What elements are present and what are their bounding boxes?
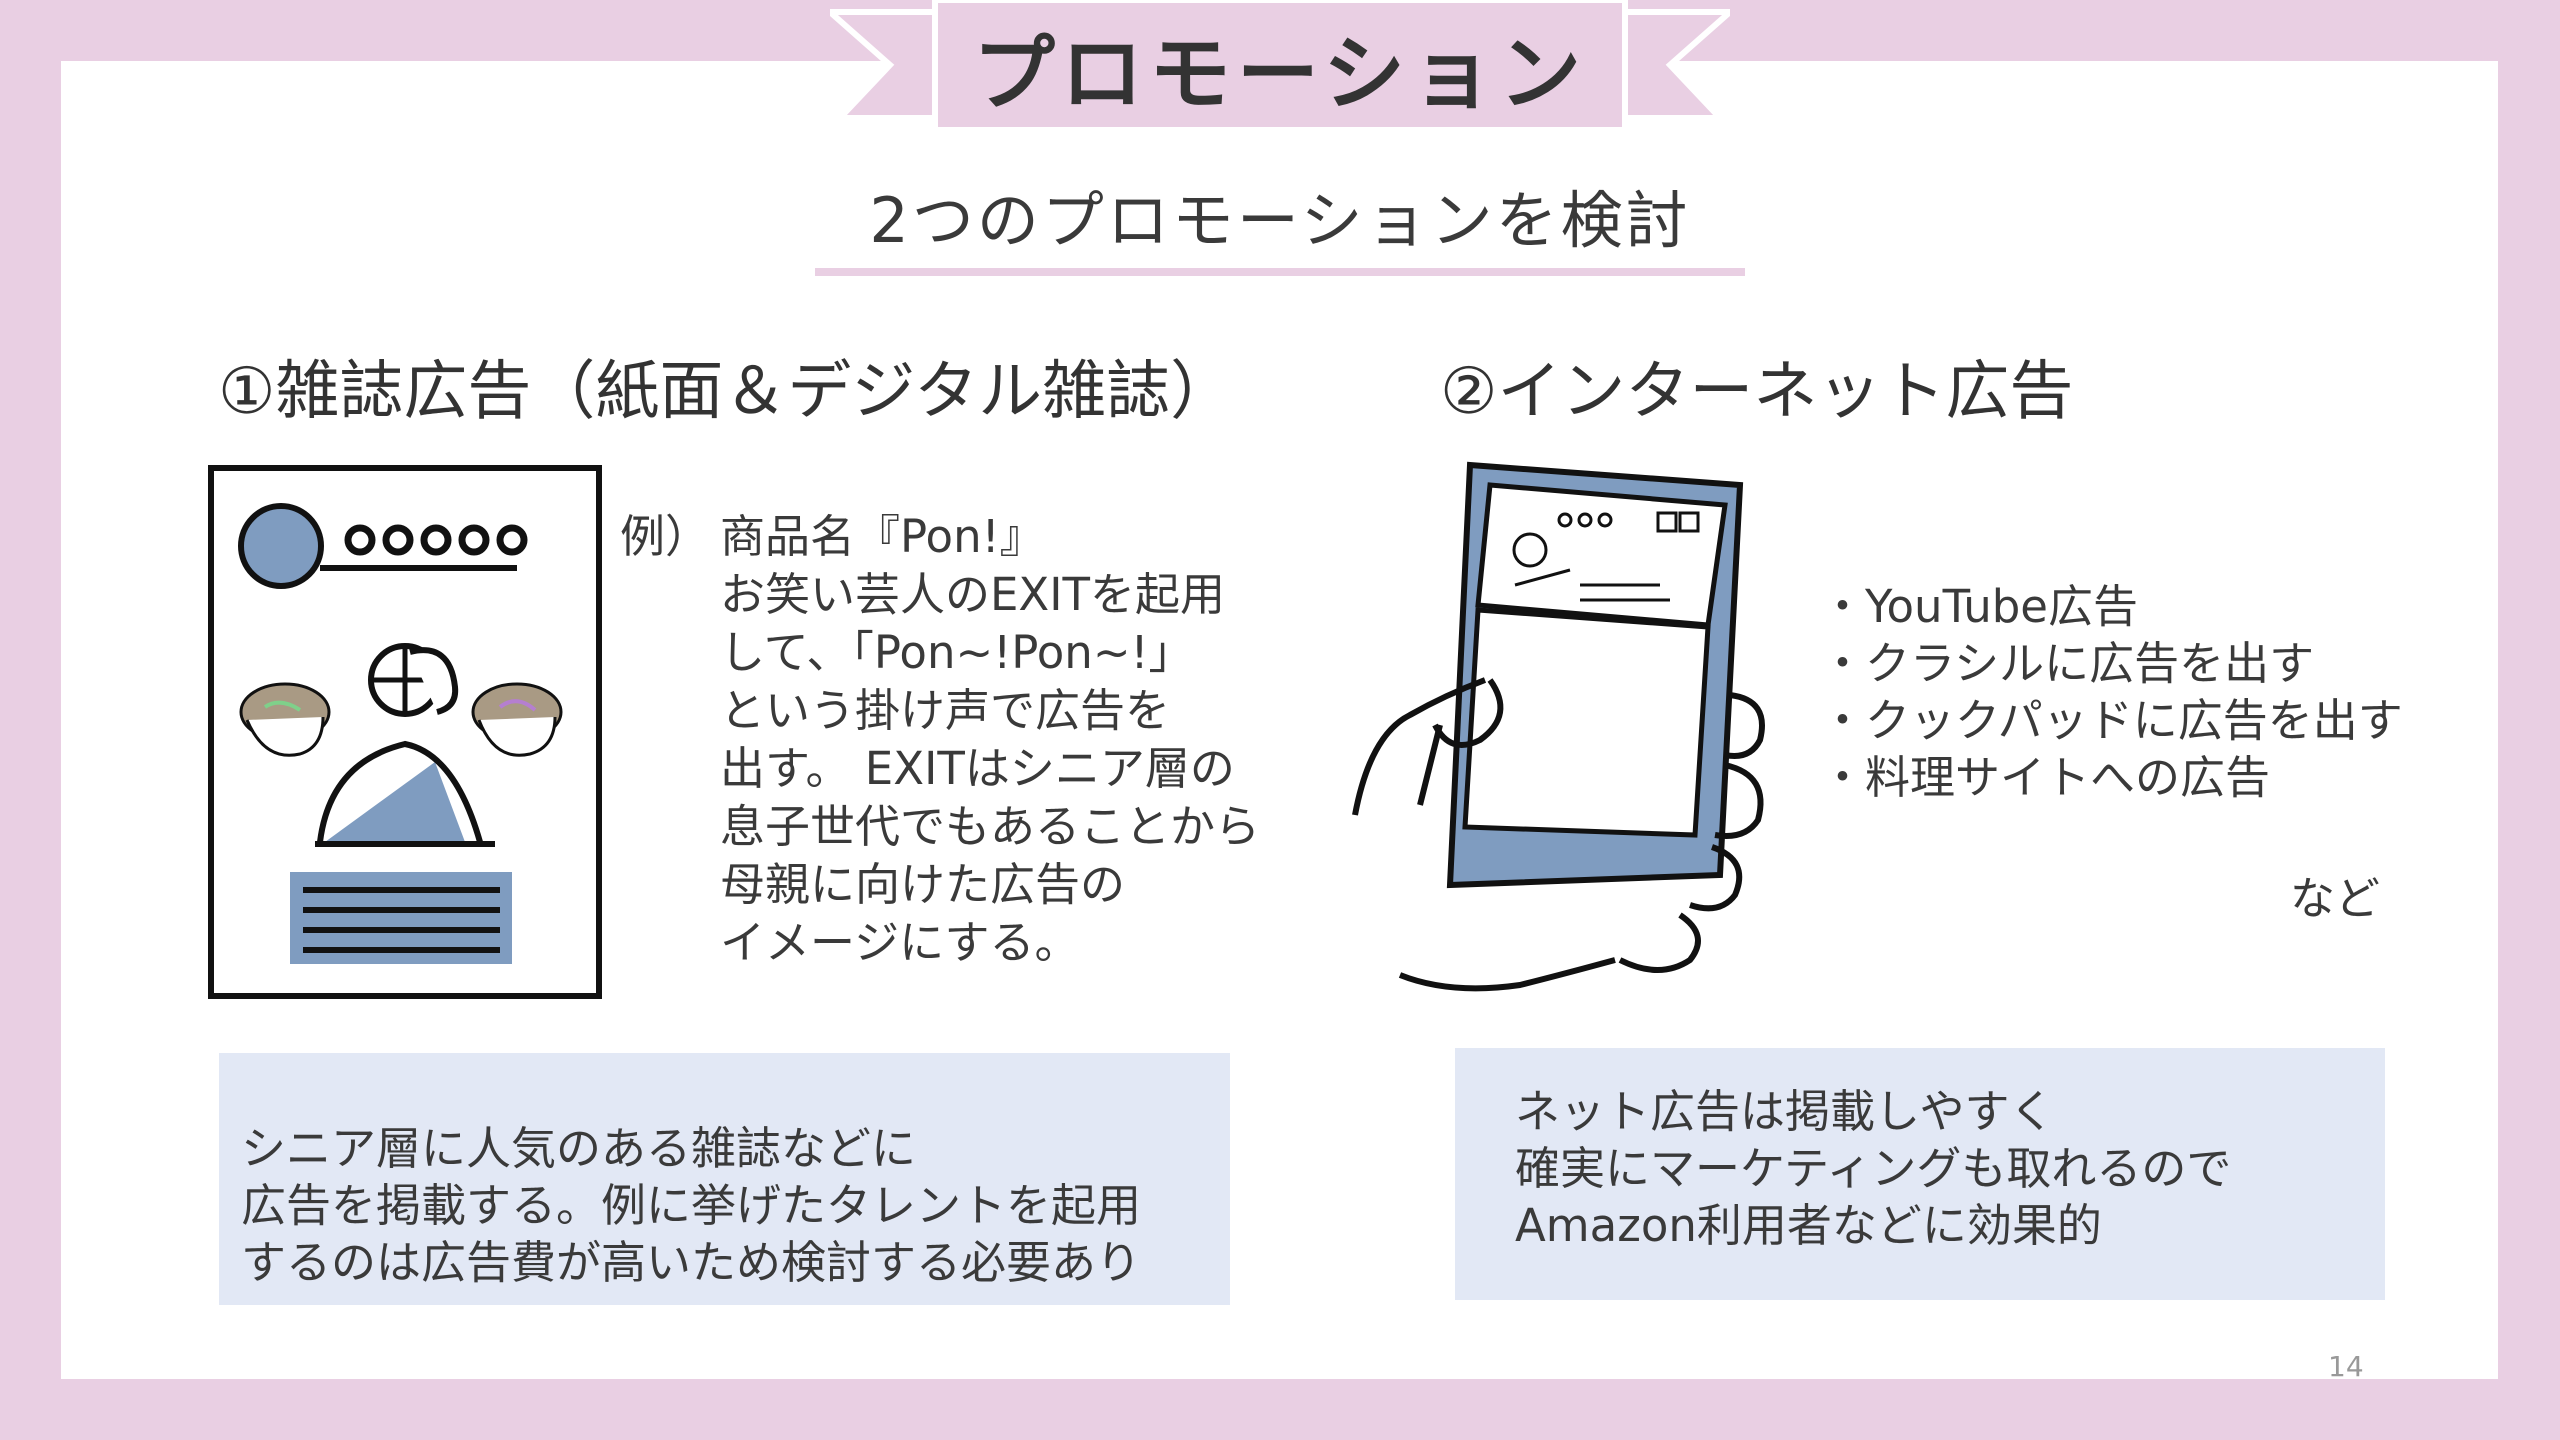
list-item: ・YouTube広告 <box>1820 580 2138 633</box>
etc-label: など <box>2290 872 2381 925</box>
page-title: プロモーション <box>972 26 1588 122</box>
example-line: 商品名『Pon!』 <box>720 510 1045 563</box>
magazine-note-box: シニア層に人気のある雑誌などに 広告を掲載する。例に挙げたタレントを起用 するの… <box>219 1053 1230 1305</box>
note-line: シニア層に人気のある雑誌などに <box>241 1122 917 1175</box>
example-line: 出す。 EXITはシニア層の <box>720 742 1235 795</box>
subtitle: 2つのプロモーションを検討 <box>869 184 1691 257</box>
title-ribbon <box>830 0 1730 130</box>
subtitle-underline <box>815 268 1745 276</box>
smartphone-in-hand-illustration <box>1352 461 1765 992</box>
note-line: するのは広告費が高いため検討する必要あり <box>241 1236 1142 1289</box>
list-item: ・クラシルに広告を出す <box>1820 637 2315 690</box>
example-description: 商品名『Pon!』 お笑い芸人のEXITを起用 して、「Pon~!Pon~!」 … <box>720 508 1260 972</box>
example-line: して、「Pon~!Pon~!」 <box>720 626 1194 679</box>
example-label: 例） <box>620 510 711 563</box>
internet-ad-list: ・YouTube広告 ・クラシルに広告を出す ・クックパッドに広告を出す ・料理… <box>1820 578 2403 806</box>
list-item: ・料理サイトへの広告 <box>1820 751 2271 804</box>
magazine-ad-illustration <box>208 465 602 999</box>
example-line: お笑い芸人のEXITを起用 <box>720 568 1226 621</box>
list-item: ・クックパッドに広告を出す <box>1820 694 2403 747</box>
note-line: 確実にマーケティングも取れるので <box>1515 1142 2232 1195</box>
example-line: という掛け声で広告を <box>720 684 1171 737</box>
note-line: 広告を掲載する。例に挙げたタレントを起用 <box>241 1179 1142 1232</box>
section2-heading: ②インターネット広告 <box>1440 355 2074 429</box>
example-line: 息子世代でもあることから <box>720 800 1261 853</box>
note-line: Amazon利用者などに効果的 <box>1515 1199 2102 1252</box>
example-line: イメージにする。 <box>720 916 1080 969</box>
example-line: 母親に向けた広告の <box>720 858 1126 911</box>
page-number: 14 <box>2328 1350 2364 1383</box>
internet-note-box: ネット広告は掲載しやすく 確実にマーケティングも取れるので Amazon利用者な… <box>1455 1048 2385 1300</box>
section1-heading: ①雑誌広告（紙面＆デジタル雑誌） <box>218 355 1235 429</box>
note-line: ネット広告は掲載しやすく <box>1515 1085 2055 1138</box>
